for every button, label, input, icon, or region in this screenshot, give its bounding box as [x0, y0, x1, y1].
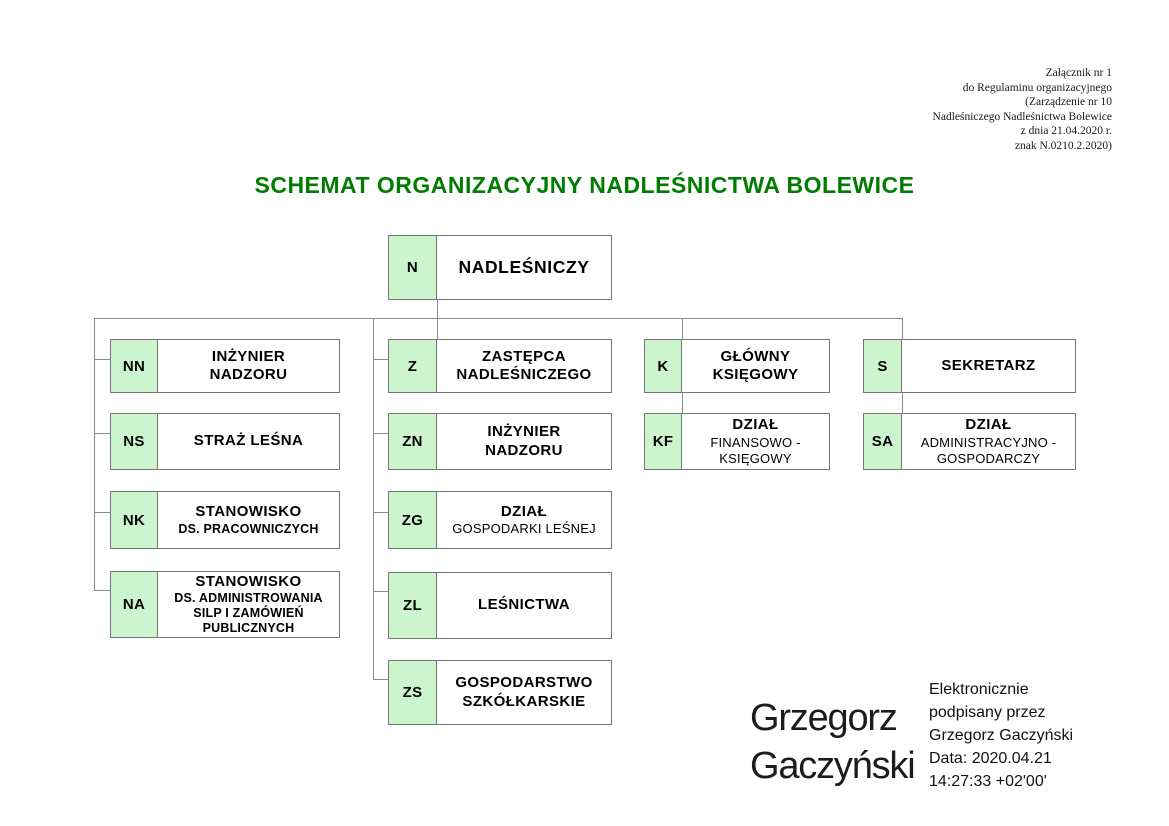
signature-details-line: Data: 2020.04.21 — [929, 750, 1052, 767]
signature-name: Grzegorz Gaczyński — [750, 694, 916, 790]
org-box-n-label: NADLEŚNICZY — [458, 257, 590, 277]
org-box-zs-label: GOSPODARSTWO SZKÓŁKARSKIE — [455, 674, 593, 710]
attachment-note-line: Nadleśniczego Nadleśnictwa Bolewice — [932, 110, 1112, 123]
org-box-zg: ZG DZIAŁ GOSPODARKI LEŚNEJ — [388, 491, 612, 549]
org-box-zn: ZN INŻYNIER NADZORU — [388, 413, 612, 470]
connector-stub-zs — [373, 679, 388, 680]
org-box-na: NA STANOWISKO DS. ADMINISTROWANIA SILP I… — [110, 571, 340, 638]
signature-name-line: Gaczyński — [750, 745, 916, 787]
signature-details-line: Grzegorz Gaczyński — [929, 727, 1074, 744]
org-box-zl-code: ZL — [389, 573, 437, 638]
org-box-ns: NS STRAŻ LEŚNA — [110, 413, 340, 470]
connector-stub-na — [94, 590, 110, 591]
connector-z-spine — [373, 318, 374, 680]
org-box-zl-label: LEŚNICTWA — [478, 596, 570, 614]
org-box-zs-code: ZS — [389, 661, 437, 724]
org-box-zn-label: INŻYNIER NADZORU — [485, 423, 563, 459]
connector-stub-zl — [373, 591, 388, 592]
org-box-nk: NK STANOWISKO DS. PRACOWNICZYCH — [110, 491, 340, 549]
org-box-nn-code: NN — [111, 340, 158, 392]
attachment-note-line: do Regulaminu organizacyjnego — [962, 81, 1112, 94]
org-box-k: K GŁÓWNY KSIĘGOWY — [644, 339, 830, 393]
org-box-z-code: Z — [389, 340, 437, 392]
org-box-zg-code: ZG — [389, 492, 437, 548]
connector-stub-nn — [94, 359, 110, 360]
connector-stub-zn — [373, 433, 388, 434]
org-box-sa: SA DZIAŁ ADMINISTRACYJNO - GOSPODARCZY — [863, 413, 1076, 470]
attachment-note-line: znak N.0210.2.2020) — [1014, 139, 1112, 152]
page-title: SCHEMAT ORGANIZACYJNY NADLEŚNICTWA BOLEW… — [254, 172, 915, 198]
org-box-s-code: S — [864, 340, 902, 392]
org-box-ns-code: NS — [111, 414, 158, 469]
org-box-nk-code: NK — [111, 492, 158, 548]
org-box-ns-label: STRAŻ LEŚNA — [193, 432, 304, 450]
signature-details-line: 14:27:33 +02'00' — [929, 773, 1047, 790]
signature-details: Elektronicznie podpisany przez Grzegorz … — [929, 678, 1073, 793]
org-box-nk-label: STANOWISKO DS. PRACOWNICZYCH — [178, 503, 319, 536]
attachment-note-line: z dnia 21.04.2020 r. — [1020, 125, 1112, 138]
org-box-na-code: NA — [111, 572, 158, 637]
org-box-s: S SEKRETARZ — [863, 339, 1076, 393]
org-box-z: Z ZASTĘPCA NADLEŚNICZEGO — [388, 339, 612, 393]
org-box-n: N NADLEŚNICZY — [388, 235, 612, 300]
connector-left-spine — [94, 318, 95, 591]
org-box-k-label: GŁÓWNY KSIĘGOWY — [712, 347, 799, 383]
org-box-zl: ZL LEŚNICTWA — [388, 572, 612, 639]
org-box-nn-label: INŻYNIER NADZORU — [209, 347, 288, 383]
org-box-zg-label: DZIAŁ GOSPODARKI LEŚNEJ — [452, 502, 596, 537]
org-box-z-label: ZASTĘPCA NADLEŚNICZEGO — [456, 347, 592, 383]
attachment-note-line: (Zarządzenie nr 10 — [1025, 96, 1112, 109]
org-box-k-code: K — [645, 340, 682, 392]
org-box-na-label: STANOWISKO DS. ADMINISTROWANIA SILP I ZA… — [174, 572, 323, 636]
attachment-note: Załącznik nr 1 do Regulaminu organizacyj… — [933, 66, 1112, 154]
org-box-kf-label: DZIAŁ FINANSOWO - KSIĘGOWY — [710, 416, 801, 466]
connector-n-drop — [437, 300, 438, 340]
connector-stub-ns — [94, 433, 110, 434]
connector-stub-zg — [373, 512, 388, 513]
attachment-note-line: Załącznik nr 1 — [1045, 67, 1112, 79]
org-box-s-label: SEKRETARZ — [941, 356, 1036, 374]
org-box-sa-code: SA — [864, 414, 902, 469]
signature-details-line: Elektronicznie — [929, 681, 1029, 698]
org-box-zs: ZS GOSPODARSTWO SZKÓŁKARSKIE — [388, 660, 612, 725]
org-box-n-code: N — [389, 236, 437, 299]
org-box-kf: KF DZIAŁ FINANSOWO - KSIĘGOWY — [644, 413, 830, 470]
signature-details-line: podpisany przez — [929, 704, 1046, 721]
org-box-sa-label: DZIAŁ ADMINISTRACYJNO - GOSPODARCZY — [920, 416, 1057, 466]
signature-name-line: Grzegorz — [750, 697, 898, 739]
connector-stub-z — [373, 359, 388, 360]
connector-stub-nk — [94, 512, 110, 513]
org-box-zn-code: ZN — [389, 414, 437, 469]
connector-main-horizontal — [94, 318, 903, 319]
org-box-kf-code: KF — [645, 414, 682, 469]
org-box-nn: NN INŻYNIER NADZORU — [110, 339, 340, 393]
